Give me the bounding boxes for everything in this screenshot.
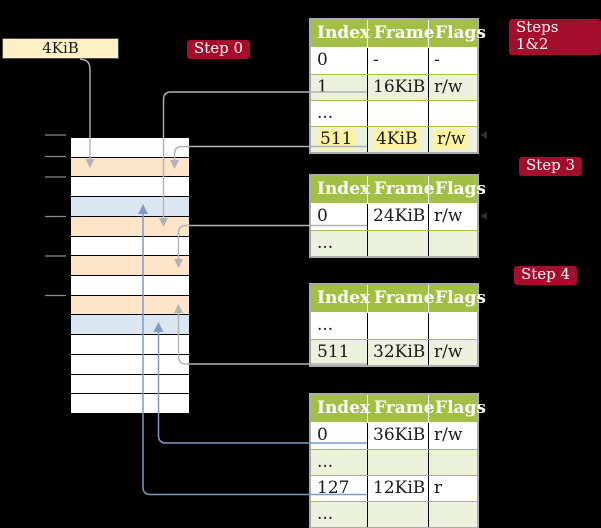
memory-frame-row-13	[71, 394, 189, 413]
table-cell: ...	[317, 233, 334, 253]
highlighted-cell-value: 4KiB	[373, 129, 421, 149]
table-row: 0--	[311, 47, 477, 74]
table-cell: r/w	[428, 204, 481, 230]
table-cell: 127	[317, 478, 350, 498]
column-header-flags: Flags	[428, 395, 486, 422]
page-size-label: 4KiB	[42, 39, 79, 57]
table-cell: r/w	[428, 127, 481, 152]
table-cell: -	[367, 48, 428, 74]
table-cell	[428, 450, 481, 475]
table-cell: r/w	[428, 75, 481, 100]
badge-step-4: Step 4	[514, 265, 578, 285]
table-row: ...	[311, 230, 477, 256]
memory-frame-row-9	[71, 315, 189, 335]
memory-frame-row-8	[71, 295, 189, 315]
table-cell	[428, 313, 481, 339]
table-cell	[428, 101, 481, 126]
table-cell: 511	[317, 342, 350, 362]
table-cell	[428, 231, 481, 256]
highlighted-cell-value: r/w	[434, 129, 469, 149]
badge-step-0: Step 0	[187, 39, 251, 59]
column-header-frame: Frame	[367, 20, 435, 47]
table-cell: 4KiB	[367, 127, 428, 152]
table-cell	[367, 231, 428, 256]
table-row: ...	[311, 449, 477, 475]
table-cell: 0	[317, 206, 328, 226]
table-cell: ...	[317, 452, 334, 472]
column-header-flags: Flags	[428, 20, 486, 47]
table-cell: -	[428, 48, 481, 74]
table-cell: ...	[317, 103, 334, 123]
column-header-index: Index	[317, 23, 371, 43]
table-cell: r	[428, 476, 481, 501]
column-header-flags: Flags	[428, 176, 486, 203]
memory-frame-row-3	[71, 197, 189, 216]
table-cell: 24KiB	[367, 204, 428, 230]
table-cell	[367, 450, 428, 475]
memory-frame-row-6	[71, 256, 189, 275]
table-cell	[367, 502, 428, 527]
memory-frame-row-5	[71, 236, 189, 256]
table-cell: 511	[311, 127, 367, 152]
table-cell: 12KiB	[367, 476, 428, 501]
table-row: ...	[311, 501, 477, 527]
table-row: ...	[311, 312, 477, 339]
table-cell: 32KiB	[367, 340, 428, 365]
memory-frame-row-4	[71, 216, 189, 236]
memory-frame-row-12	[71, 374, 189, 394]
index-stub-pt-top-row511	[480, 131, 487, 139]
memory-frame-row-1	[71, 157, 189, 177]
table-cell: 16KiB	[367, 75, 428, 100]
table-cell: 36KiB	[367, 423, 428, 449]
column-header-frame: Frame	[367, 176, 435, 203]
badge-step-0-label: Step 0	[194, 39, 244, 57]
memory-frame-row-11	[71, 354, 189, 374]
table-row: 511 4KiB r/w	[311, 126, 477, 152]
badge-steps-1-2-label: Steps 1&2	[516, 18, 559, 53]
table-cell	[367, 313, 428, 339]
table-row: ...	[311, 100, 477, 126]
memory-tick-marks	[45, 134, 66, 297]
table-cell	[367, 101, 428, 126]
column-header-frame: Frame	[367, 395, 435, 422]
table-cell	[428, 502, 481, 527]
memory-frame-row-10	[71, 335, 189, 354]
column-header-frame: Frame	[367, 285, 435, 312]
column-header-flags: Flags	[428, 285, 486, 312]
column-header-index: Index	[317, 398, 371, 418]
badge-step-4-label: Step 4	[521, 265, 571, 283]
table-cell: 1	[317, 77, 328, 97]
table-cell: 0	[317, 425, 328, 445]
table-cell: r/w	[428, 340, 481, 365]
badge-steps-1-2: Steps 1&2	[509, 19, 601, 55]
memory-frame-row-7	[71, 275, 189, 295]
memory-frame-row-2	[71, 177, 189, 197]
memory-frame-row-0	[71, 138, 189, 157]
table-cell: ...	[317, 504, 334, 524]
index-stub-pt-step3-row0	[480, 212, 487, 220]
badge-step-3-label: Step 3	[526, 156, 576, 174]
table-cell: r/w	[428, 423, 481, 449]
column-header-index: Index	[317, 288, 371, 308]
page-size-box: 4KiB	[2, 38, 119, 59]
table-cell: ...	[317, 315, 334, 335]
highlighted-cell-value: 511	[317, 129, 356, 149]
physical-memory-column	[70, 137, 190, 414]
column-header-index: Index	[317, 179, 371, 199]
table-cell: 0	[317, 50, 328, 70]
badge-step-3: Step 3	[519, 156, 583, 176]
